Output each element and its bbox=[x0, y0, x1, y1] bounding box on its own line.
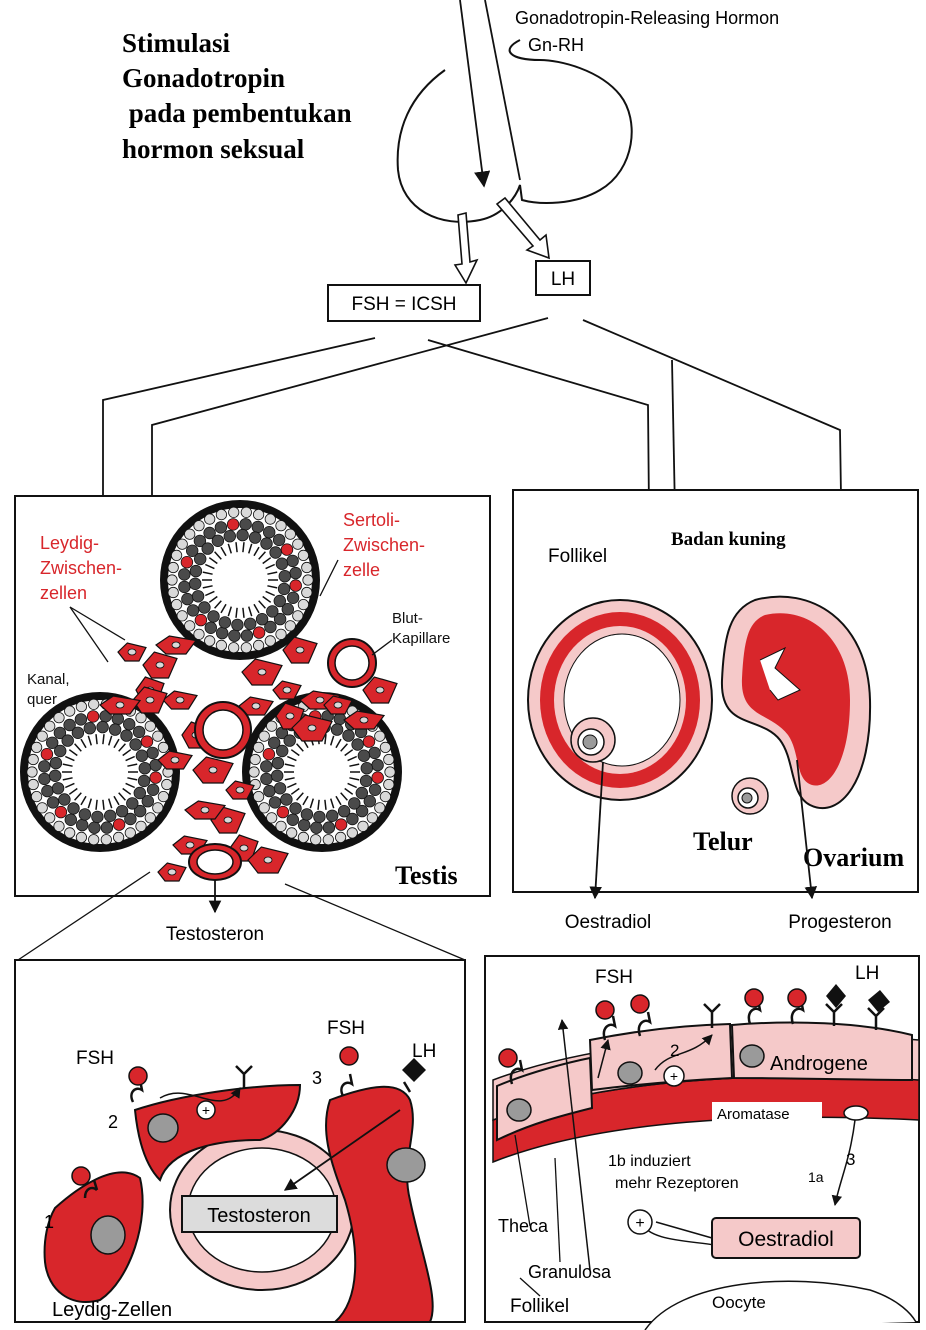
telur-label: Telur bbox=[693, 827, 753, 856]
lh-detail-label: LH bbox=[412, 1041, 436, 1062]
page-title: Stimulasi Gonadotropin pada pembentukan … bbox=[122, 28, 352, 164]
theca-label: Theca bbox=[498, 1216, 549, 1236]
gnrh-label: Gonadotropin-Releasing Hormon bbox=[515, 8, 779, 28]
svg-text:hormon seksual: hormon seksual bbox=[122, 134, 305, 164]
androgene-label: Androgene bbox=[770, 1053, 868, 1075]
induziert-line-2: mehr Rezeptoren bbox=[615, 1175, 739, 1192]
svg-text:Kapillare: Kapillare bbox=[392, 630, 450, 647]
number-3-follicle: 3 bbox=[846, 1150, 855, 1169]
tubule bbox=[160, 500, 320, 660]
svg-text:zelle: zelle bbox=[343, 560, 380, 580]
fsh-top-label: FSH bbox=[327, 1018, 365, 1039]
pituitary-gland bbox=[398, 0, 632, 283]
svg-text:Zwischen-: Zwischen- bbox=[40, 558, 122, 578]
number-2-follicle: 2 bbox=[670, 1041, 679, 1060]
lh-label: LH bbox=[551, 269, 575, 290]
induziert-line-1: 1b induziert bbox=[608, 1153, 691, 1170]
fsh-detail-label: FSH bbox=[595, 967, 633, 988]
svg-text:Gonadotropin: Gonadotropin bbox=[122, 63, 285, 93]
svg-text:pada pembentukan: pada pembentukan bbox=[122, 98, 352, 128]
svg-text:Zwischen-: Zwischen- bbox=[343, 535, 425, 555]
oestradiol-detail-label: Oestradiol bbox=[738, 1228, 834, 1251]
testosteron-center-label: Testosteron bbox=[207, 1205, 310, 1227]
svg-text:quer: quer bbox=[27, 691, 57, 708]
aromatase-enzyme bbox=[844, 1106, 868, 1120]
plus-mid: + bbox=[635, 1215, 644, 1232]
follikel-detail-label: Follikel bbox=[510, 1296, 569, 1317]
released-egg bbox=[732, 778, 768, 814]
svg-text:zellen: zellen bbox=[40, 583, 87, 603]
svg-text:Blut-: Blut- bbox=[392, 610, 423, 627]
fsh-hollow-arrow bbox=[455, 213, 477, 283]
testis-caption: Testis bbox=[395, 861, 458, 890]
oocyte-label: Oocyte bbox=[712, 1293, 766, 1312]
plus-sign: + bbox=[202, 1102, 210, 1118]
ovarium-label: Ovarium bbox=[803, 843, 904, 872]
svg-text:Stimulasi: Stimulasi bbox=[122, 28, 231, 58]
number-2: 2 bbox=[108, 1112, 118, 1132]
gnrh-abbr: Gn-RH bbox=[528, 35, 584, 55]
number-1a: 1a bbox=[808, 1169, 824, 1185]
aromatase-label: Aromatase bbox=[717, 1106, 790, 1123]
svg-text:Kanal,: Kanal, bbox=[27, 671, 70, 688]
badan-kuning-label: Badan kuning bbox=[671, 529, 786, 550]
number-3: 3 bbox=[312, 1068, 322, 1088]
progesteron-output: Progesteron bbox=[788, 912, 892, 933]
fsh-left-label: FSH bbox=[76, 1048, 114, 1069]
number-1: 1 bbox=[44, 1212, 54, 1232]
follikel-label: Follikel bbox=[548, 546, 607, 567]
fsh-icsh-label: FSH = ICSH bbox=[351, 294, 456, 315]
leydig-zellen-caption: Leydig-Zellen bbox=[52, 1299, 172, 1321]
svg-text:Sertoli-: Sertoli- bbox=[343, 510, 400, 530]
granulosa-label: Granulosa bbox=[528, 1262, 612, 1282]
gnrh-arrow bbox=[460, 0, 484, 186]
lh-hollow-arrow bbox=[497, 198, 549, 258]
tubule bbox=[20, 692, 180, 852]
oestradiol-output: Oestradiol bbox=[565, 912, 652, 933]
lh-follicle-label: LH bbox=[855, 963, 879, 984]
testosteron-output: Testosteron bbox=[166, 924, 264, 945]
plus-top: + bbox=[670, 1068, 678, 1084]
svg-text:Leydig-: Leydig- bbox=[40, 533, 99, 553]
follicle-shape bbox=[528, 600, 712, 800]
